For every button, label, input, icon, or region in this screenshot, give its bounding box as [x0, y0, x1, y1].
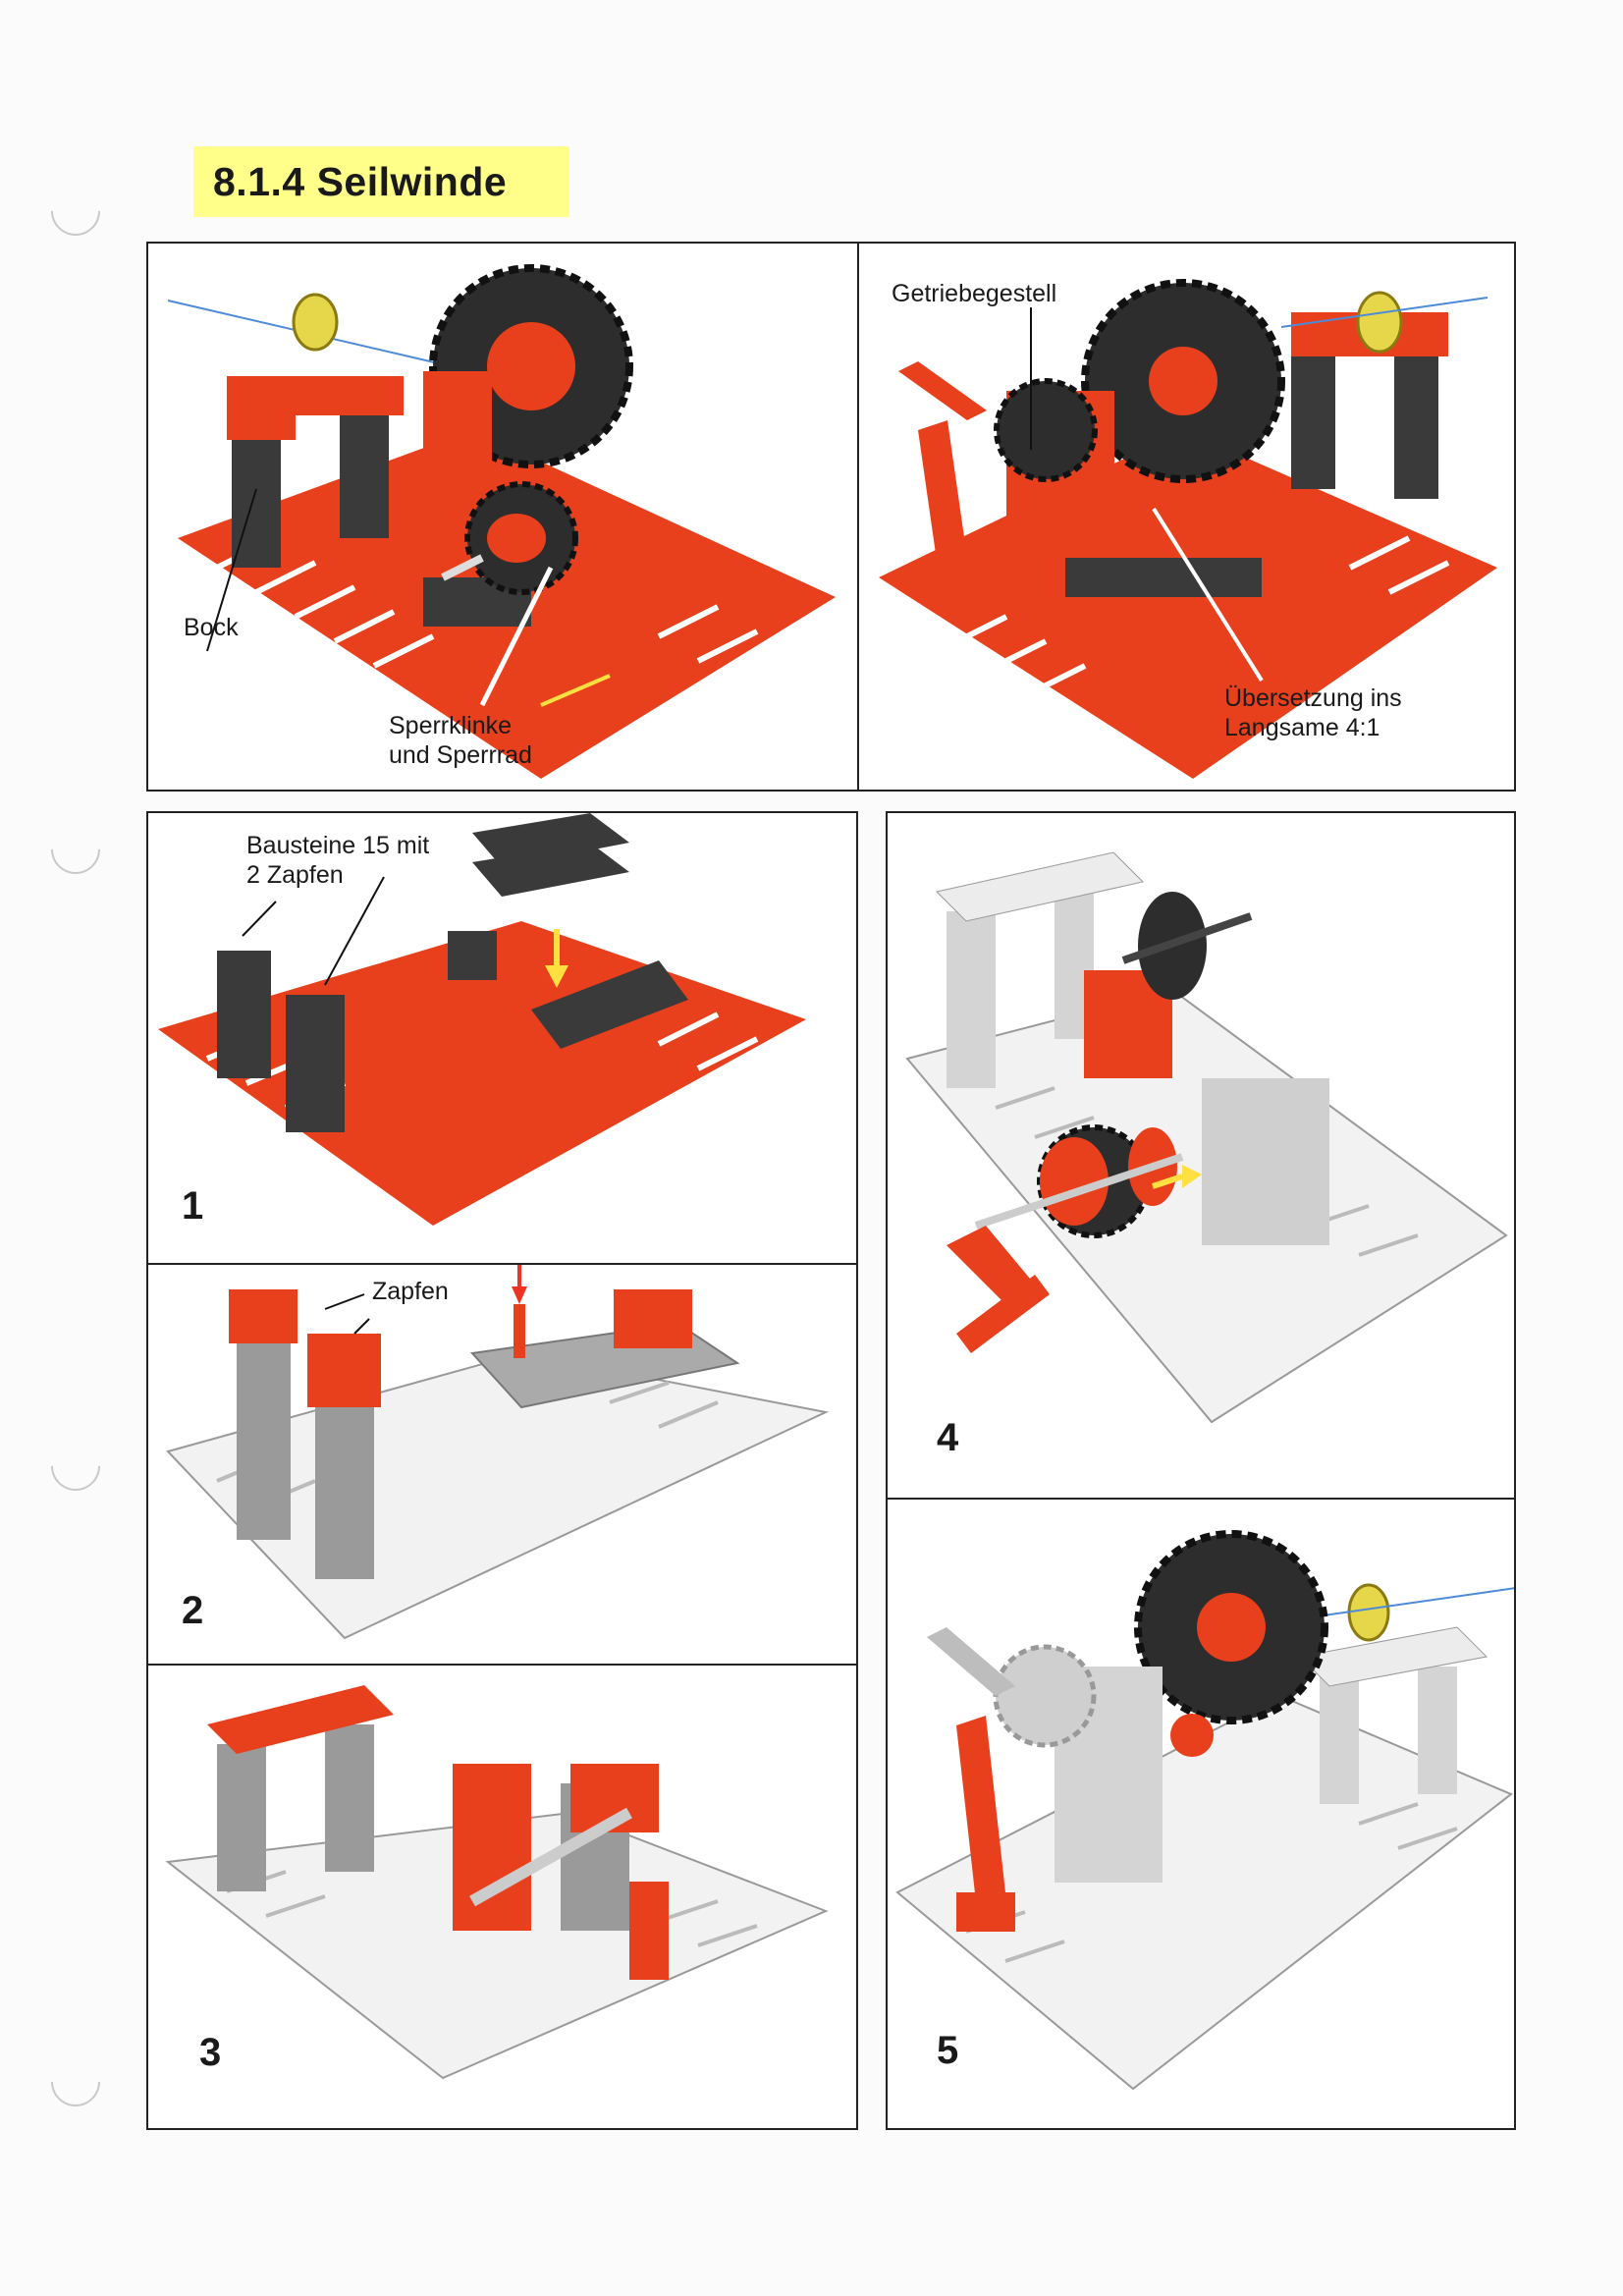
punch-hole — [40, 176, 111, 246]
punch-hole — [40, 1431, 111, 1502]
step-3-illustration — [165, 1685, 829, 2080]
label-bock: Bock — [184, 614, 239, 641]
steps-panel-right: 4 5 — [886, 811, 1516, 2130]
step-2-number: 2 — [182, 1589, 204, 1632]
step-divider — [148, 1263, 856, 1265]
overview-panel: Bock Sperrklinke und Sperrrad Getriebege… — [146, 242, 1516, 792]
step-2-label-zapfen: Zapfen — [372, 1278, 449, 1305]
overview-divider — [857, 244, 859, 790]
steps-panel-left: Bausteine 15 mit 2 Zapfen 1 Zapfen 2 — [146, 811, 858, 2130]
step-2-illustration — [166, 1265, 830, 1640]
step-3-number: 3 — [199, 2031, 222, 2074]
punch-hole — [40, 2047, 111, 2117]
winch-overview-illustration-right — [879, 279, 1497, 779]
step-1-label-line1: Bausteine 15 mit — [246, 832, 430, 859]
label-getriebegestell: Getriebegestell — [892, 280, 1057, 307]
label-sperrrad: und Sperrrad — [389, 741, 532, 769]
step-5-illustration — [895, 1530, 1514, 2091]
step-5-number: 5 — [937, 2029, 959, 2072]
winch-overview-illustration-left — [167, 264, 836, 779]
step-1-number: 1 — [182, 1184, 204, 1228]
punch-hole — [40, 814, 111, 885]
step-4-number: 4 — [937, 1416, 959, 1459]
label-uebersetzung: Übersetzung ins — [1224, 684, 1402, 712]
step-1-illustration — [158, 813, 806, 1226]
step-1-label-line2: 2 Zapfen — [246, 861, 344, 889]
label-langsame: Langsame 4:1 — [1224, 714, 1380, 741]
label-sperrklinke: Sperrklinke — [389, 712, 513, 739]
section-title: 8.1.4 Seilwinde — [213, 159, 508, 204]
step-divider — [888, 1498, 1514, 1500]
step-4-illustration — [905, 851, 1508, 1424]
step-divider — [148, 1664, 856, 1666]
section-title-highlight: 8.1.4 Seilwinde — [193, 146, 569, 217]
